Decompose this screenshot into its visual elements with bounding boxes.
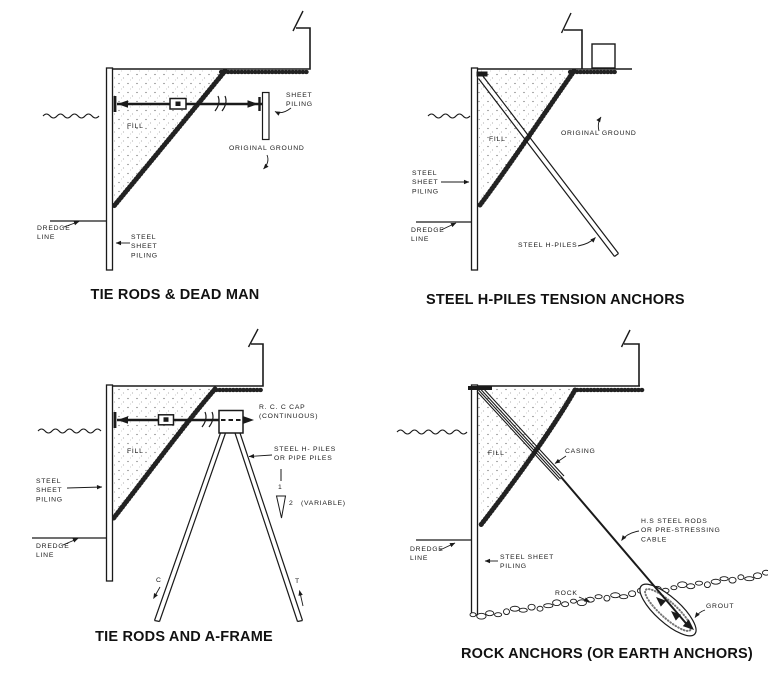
rcc-cap [218, 409, 244, 434]
rod-break-symbol [214, 95, 227, 112]
dredge-line-label: DREDGE LINE [37, 224, 71, 242]
grout-texture [644, 588, 692, 632]
q3-title: TIE RODS AND A-FRAME [95, 629, 273, 645]
h-piles-leader [248, 453, 273, 459]
fill-label: FILL [488, 449, 505, 458]
steel-sheet-piling-label: STEEL SHEET PILING [500, 553, 555, 571]
dredge-line-label: DREDGE LINE [411, 226, 445, 244]
steel-h-piles-tension-anchors-figure [416, 12, 632, 271]
hs-steel-rods-label: H.S STEEL RODS OR PRE-STRESSING CABLE [641, 517, 721, 544]
water-line [396, 429, 468, 435]
steel-h-pile [478, 75, 619, 257]
water-line [427, 113, 471, 119]
steel-sheet-piling-wall [105, 384, 114, 582]
grout-label: GROUT [706, 602, 735, 611]
steel-sheet-piling-wall [105, 67, 114, 271]
break-slash [292, 10, 304, 32]
original-ground-label: ORIGINAL GROUND [561, 129, 637, 138]
grout-leader [694, 609, 706, 618]
ground-line [113, 343, 264, 387]
fill-label: FILL [127, 447, 144, 456]
ground-line [477, 343, 640, 387]
steel-sheet-piling-label: STEEL SHEET PILING [412, 169, 439, 196]
steel-h-piles-or-pipe-label: STEEL H- PILES OR PIPE PILES [274, 445, 336, 463]
steel-sheet-piling-label: STEEL SHEET PILING [131, 233, 158, 260]
cable-arrowhead-1 [656, 597, 667, 607]
fill-slope-texture [477, 387, 578, 529]
fill-label: FILL [489, 135, 506, 144]
casing-label: CASING [565, 447, 596, 456]
break-slash [247, 328, 259, 348]
q1-title: TIE RODS & DEAD MAN [90, 287, 260, 303]
dredge-line-label: DREDGE LINE [410, 545, 444, 563]
casing [476, 386, 565, 481]
dredge-line-leader [439, 542, 456, 551]
rod-arrowhead-left [117, 100, 128, 108]
steel-h-piles-leader [577, 237, 596, 247]
water-line [37, 428, 102, 434]
tie-rods-dead-man-figure [42, 10, 311, 271]
turnbuckle-center [175, 101, 181, 106]
prestressing-cable [560, 476, 691, 629]
steel-h-piles-label: STEEL H-PILES [518, 241, 578, 250]
ground-line [113, 27, 311, 70]
rock-line [469, 569, 768, 620]
rod-arrowhead-right [247, 100, 258, 108]
dredge-line-leader [62, 538, 79, 546]
rod-arrowhead-left [117, 416, 128, 424]
q2-title: STEEL H-PILES TENSION ANCHORS [426, 292, 685, 308]
pile-anchor-head [476, 71, 488, 77]
hs-rods-leader [621, 530, 640, 541]
turnbuckle-center [163, 417, 169, 422]
variable-label: (VARIABLE) [301, 499, 346, 508]
water-line [42, 113, 100, 119]
compression-arrow [153, 586, 161, 599]
steel-sheet-piling-wall [470, 67, 479, 271]
casing-leader [554, 455, 567, 464]
tension-arrow [298, 590, 304, 607]
rod-arrowhead-right [243, 416, 254, 424]
tie-rods-a-frame-figure [32, 328, 304, 623]
a-frame-right-leg [234, 432, 304, 623]
deadman-sheet-pile [261, 91, 270, 141]
grout-bulb [639, 583, 697, 637]
dredge-line-label: DREDGE LINE [36, 542, 70, 560]
original-ground-leader [596, 116, 602, 132]
dredge-line-leader [440, 222, 457, 231]
rcc-cap-label: R. C. C CAP (CONTINUOUS) [259, 403, 319, 421]
steel-sheet-piling-leader [66, 484, 103, 490]
fill-slope-texture [477, 68, 577, 208]
rod-break-symbol [201, 411, 214, 428]
rock-anchors-figure [396, 329, 768, 637]
slope-two-label: 2 [289, 499, 294, 508]
fill-slope-texture [110, 386, 218, 522]
break-slash [560, 12, 572, 34]
ground-step [564, 29, 583, 69]
cable-end-anchor [682, 619, 694, 630]
q4-title: ROCK ANCHORS (OR EARTH ANCHORS) [461, 646, 753, 662]
rock-leader [578, 596, 590, 602]
slope-marker-wedge [275, 495, 287, 519]
slope-one-label: 1 [278, 483, 283, 492]
rock-label: ROCK [555, 589, 578, 598]
fill-area [478, 388, 575, 526]
sheet-piling-leader [274, 107, 292, 116]
fill-slope-texture [111, 68, 228, 209]
cable-arrowhead-2 [671, 611, 682, 621]
steel-sheet-piling-wall [470, 384, 479, 616]
fill-label: FILL [127, 122, 144, 131]
tension-label: T [295, 577, 300, 586]
a-frame-left-leg [153, 432, 227, 623]
building-outline [591, 43, 616, 69]
break-slash [620, 329, 631, 348]
original-ground-leader [263, 154, 269, 170]
sheet-piling-label: SHEET PILING [286, 91, 313, 109]
dredge-line-leader [63, 221, 80, 228]
steel-sheet-piling-label: STEEL SHEET PILING [36, 477, 63, 504]
original-ground-label: ORIGINAL GROUND [229, 144, 305, 153]
compression-label: C [156, 576, 162, 585]
